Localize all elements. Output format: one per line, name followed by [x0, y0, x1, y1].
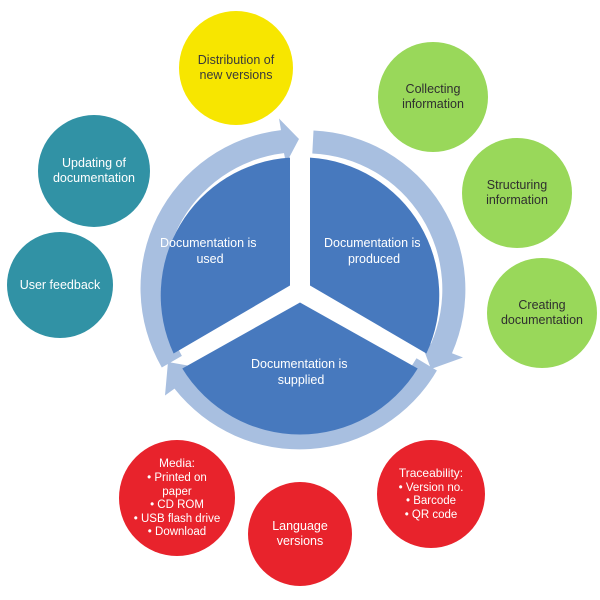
segment-produced	[310, 157, 440, 354]
segment-used	[160, 157, 290, 354]
media-title: Media:	[158, 456, 196, 471]
bubble-language: Language versions	[248, 482, 352, 586]
segment-label-supplied: Documentation is supplied	[251, 357, 351, 387]
ring-arrow-produced	[312, 130, 466, 369]
traceability-title: Traceability:	[398, 465, 464, 480]
bubble-collecting-label: Collecting information	[402, 82, 464, 111]
media-item-usb: USB flash drive	[134, 513, 220, 527]
bubble-creating: Creating documentation	[487, 258, 597, 368]
bubble-media: Media: Printed on paper CD ROM USB flash…	[119, 440, 235, 556]
traceability-list: Version no. Barcode QR code	[399, 482, 464, 523]
media-item-download: Download	[134, 526, 221, 540]
traceability-item-qr: QR code	[399, 509, 464, 523]
bubble-structuring: Structuring information	[462, 138, 572, 248]
traceability-item-barcode: Barcode	[399, 495, 464, 509]
bubble-collecting: Collecting information	[378, 42, 488, 152]
bubble-traceability: Traceability: Version no. Barcode QR cod…	[377, 440, 485, 548]
bubble-creating-label: Creating documentation	[500, 298, 583, 327]
bubble-distribution-label: Distribution of new versions	[197, 53, 275, 82]
bubble-feedback-label: User feedback	[19, 277, 101, 292]
bubble-feedback: User feedback	[7, 232, 113, 338]
bubble-language-label: Language versions	[272, 519, 328, 548]
media-list: Printed on paper CD ROM USB flash drive …	[134, 472, 221, 540]
bubble-updating: Updating of documentation	[38, 115, 150, 227]
segment-label-produced: Documentation is produced	[324, 236, 424, 266]
segment-supplied	[182, 302, 418, 435]
bubble-structuring-label: Structuring information	[486, 178, 548, 207]
media-item-cdrom: CD ROM	[134, 499, 221, 513]
segment-label-used: Documentation is used	[160, 236, 260, 266]
traceability-item-version: Version no.	[399, 482, 464, 496]
ring-arrow-used	[140, 118, 299, 368]
ring-arrow-supplied	[165, 358, 437, 450]
media-item-paper: Printed on paper	[142, 472, 212, 499]
bubble-distribution: Distribution of new versions	[179, 11, 293, 125]
bubble-updating-label: Updating of documentation	[52, 156, 135, 185]
